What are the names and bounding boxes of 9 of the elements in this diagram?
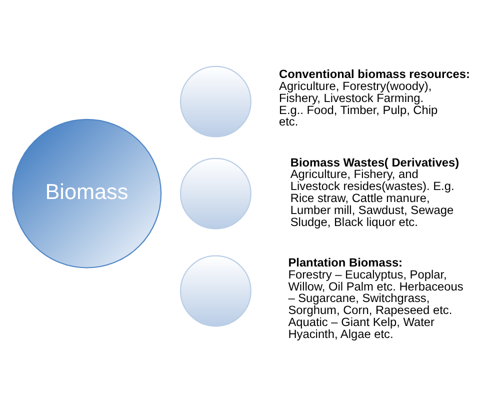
node-circle — [180, 65, 252, 137]
node-label: Forestry – Eucalyptus, Poplar, Willow, Oil Palm etc. Herbaceous – Sugarcane, Switchgrass, Sorghum, Corn, Rapeseed etc. Aquatic – Giant Kelp, Water Hyacinth, Algae etc. — [288, 266, 464, 340]
node-circle — [180, 254, 252, 326]
node-label: Biomass Wastes( Derivatives) — [290, 154, 460, 169]
node-label: Plantation Biomass: — [288, 254, 403, 269]
node-label: Conventional biomass resources: — [279, 66, 470, 81]
node-label: Agriculture, Forestry(woody), Fishery, Livestock Farming. E.g.. Food, Timber, Pulp, Chip etc. — [279, 78, 438, 128]
node-circle: Biomass — [12, 118, 162, 268]
node-circle — [180, 157, 252, 229]
